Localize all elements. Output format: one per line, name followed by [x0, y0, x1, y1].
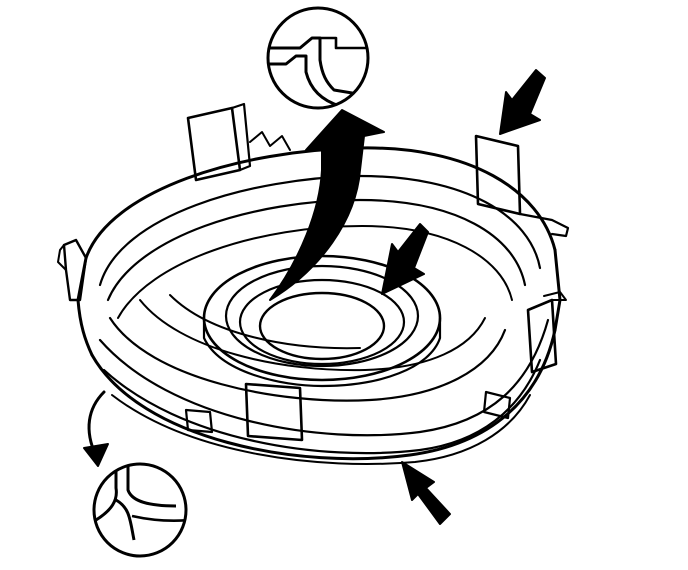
wall-band-3 [111, 394, 531, 465]
right-side-block [526, 298, 558, 374]
inner-step-3 [117, 225, 513, 319]
detail-bubble-top [266, 6, 370, 110]
zoom-detail-icon [268, 36, 368, 108]
pointer-arrow-top-right [499, 69, 546, 135]
detail-bubble-bottom [92, 462, 188, 558]
hub-wall [202, 316, 442, 388]
zoom-detail-icon [95, 464, 186, 541]
wall-band-2 [102, 358, 542, 455]
rim-notch [249, 131, 291, 151]
hub-inner-ring [238, 278, 406, 366]
floor-front-3 [169, 294, 361, 350]
housing-outline [57, 102, 570, 465]
curved-arrow-to-top-detail [269, 109, 385, 301]
floor-front-2 [139, 299, 486, 372]
right-wall [553, 248, 562, 332]
floor-front-1 [108, 316, 507, 402]
right-side-block-top [543, 291, 567, 301]
outer-rim-bottom [90, 328, 557, 461]
pointer-arrow-inner-ring [381, 223, 429, 295]
front-tab-right [482, 390, 512, 420]
hub-bore [258, 291, 386, 361]
front-tab-center [244, 382, 304, 442]
pointer-arrow-bottom-right [401, 461, 451, 525]
curved-arrow-to-bottom-detail [83, 390, 109, 467]
left-side-tab-lip [57, 244, 67, 271]
rim-tab-right [474, 134, 522, 216]
wall-band-1 [98, 318, 550, 437]
front-tab-left [184, 408, 214, 434]
hub-middle-ring [224, 264, 420, 368]
rim-tab-right-lip [518, 212, 570, 238]
rim-tab-left-side [230, 102, 252, 172]
